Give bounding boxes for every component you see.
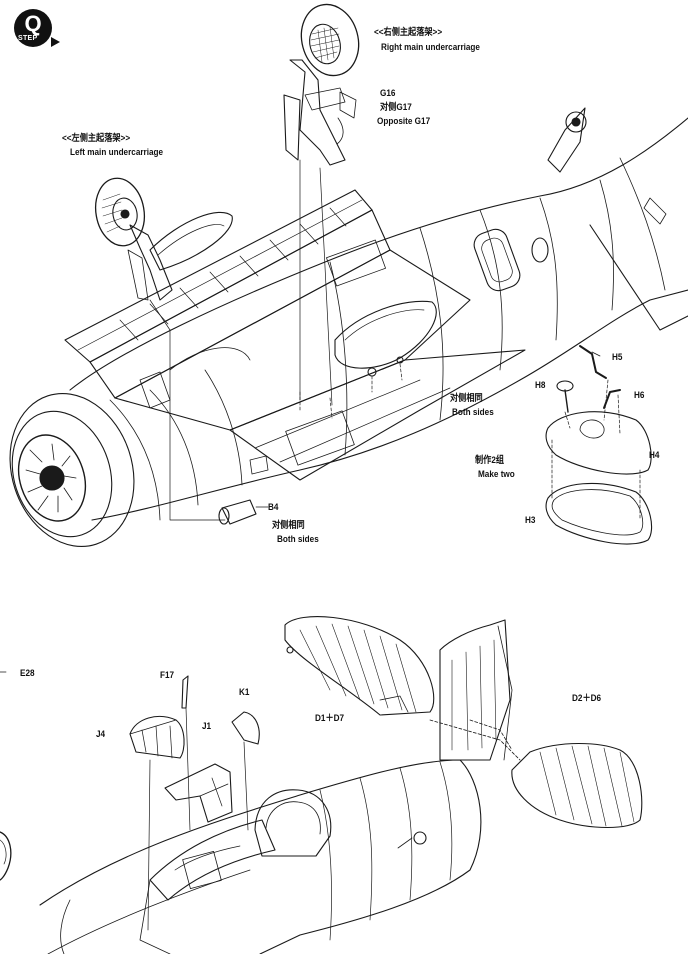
label-g17-en: Opposite G17 [377,116,431,127]
label-h5: H5 [612,352,623,363]
label-k1: K1 [239,687,250,698]
label-d1-d7: D1＋D7 [315,713,345,724]
canopy-parts [129,675,260,931]
label-j4: J4 [96,729,106,740]
label-e28: E28 [20,668,35,679]
guide-lines-top [149,159,333,521]
label-g16: G16 [380,88,396,99]
label-b4: B4 [268,502,279,513]
label-f17: F17 [160,670,175,681]
label-make-two-en: Make two [478,469,515,480]
gear-door-subassembly-x2 [545,345,653,545]
step-arrow-icon [51,37,60,47]
label-both-sides-en-1: Both sides [452,407,494,418]
label-both-sides-cn-2: 对侧相同 [272,520,305,531]
step-badge: Q STEP [14,9,60,55]
step-word: STEP [18,35,38,42]
right-main-undercarriage [283,3,360,166]
left-main-undercarriage [94,177,233,301]
part-b4 [218,499,269,525]
label-h6: H6 [634,390,645,401]
label-h4: H4 [649,450,660,461]
label-left-gear-en: Left main undercarriage [70,147,164,158]
partial-wheel-left-edge [0,671,12,881]
label-g17-cn: 对侧G17 [380,102,412,113]
label-make-two-cn: 制作2组 [475,455,505,466]
label-right-gear-cn: <<右侧主起落架>> [374,27,443,38]
step-letter: Q [24,11,42,36]
label-left-gear-cn: <<左侧主起落架>> [62,133,131,144]
gear-door-both-sides [299,300,437,419]
label-both-sides-cn-1: 对侧相同 [450,393,483,404]
step-circle [14,9,52,47]
label-h8: H8 [535,380,546,391]
upper-fuselage-assembly [9,107,688,548]
label-h3: H3 [525,515,536,526]
lower-fuselage-assembly [39,616,643,954]
label-both-sides-en-2: Both sides [277,534,319,545]
label-right-gear-en: Right main undercarriage [381,42,480,53]
label-d2-d6: D2＋D6 [572,693,602,704]
label-j1: J1 [202,721,212,732]
